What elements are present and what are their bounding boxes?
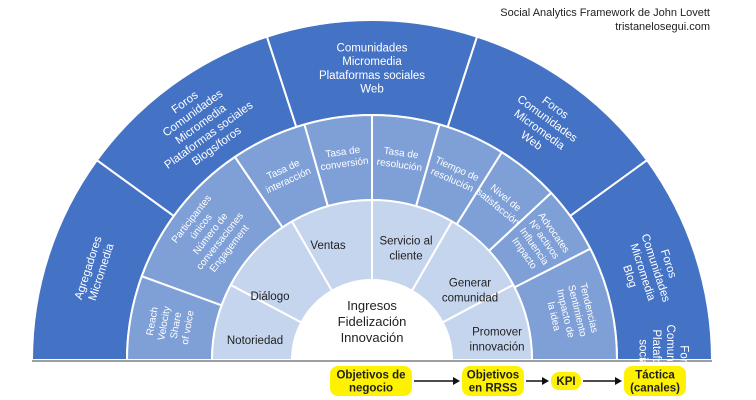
legend-kpi-label: KPI (556, 376, 575, 388)
legend-arrow-head (615, 377, 622, 385)
kpi-tendencias-sentimiento-impacto-de-la-idea-label: TendenciasSentimientoImpacto dela idea (542, 281, 600, 344)
legend-highlight (462, 366, 524, 396)
rings-layer (31, 19, 713, 362)
objetivo-rrss-notoriedad-label: Notoriedad (227, 335, 283, 347)
legend-arrow-head (453, 377, 460, 385)
source-label: tristanelosegui.com (615, 21, 710, 33)
objetivo-rrss-dialogo-label: Diálogo (251, 291, 290, 303)
framework-title: Social Analytics Framework de John Lovet… (500, 7, 710, 19)
legend-highlight (330, 366, 412, 396)
objetivo-rrss-ventas-label: Ventas (310, 240, 345, 252)
legend-highlight (624, 366, 686, 396)
center-half-disc (292, 280, 452, 360)
legend-tactica-label: Táctica(canales) (630, 370, 680, 395)
credits: Social Analytics Framework de John Lovet… (500, 6, 710, 34)
legend-arrow-head (542, 377, 549, 385)
kpi-reach-velocity-share-of-voice-label: ReachVelocityShareof voice (144, 303, 196, 346)
legend-highlight (551, 372, 581, 390)
